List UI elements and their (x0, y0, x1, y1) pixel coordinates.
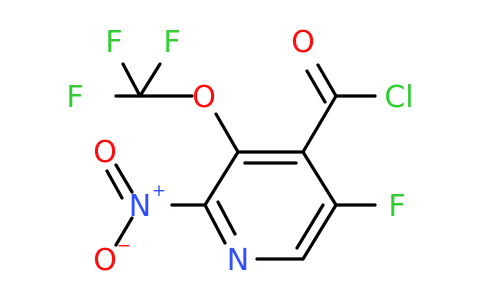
atom-n-ring: N (227, 243, 249, 278)
atom-o-nitro-bottom: O (93, 243, 117, 278)
bond-c4-c5 (301, 150, 338, 207)
bond-c5-c6-double (301, 203, 338, 261)
charge-minus: − (117, 236, 131, 256)
bond-c4-carbonyl (301, 94, 338, 154)
atom-f-ring: F (388, 189, 405, 224)
bond-n1-c2-double (203, 203, 227, 245)
bond-c-f-top-left (121, 62, 142, 98)
bond-n-o-bottom (114, 216, 134, 247)
atom-labels: F F F O O Cl O N + O − F N (66, 25, 413, 278)
atom-n-nitro: N (129, 189, 151, 224)
bond-co-double-b (305, 69, 327, 104)
atom-o-ether: O (192, 80, 216, 115)
bond-c2-c3 (203, 150, 240, 207)
pyridine-ring (203, 150, 338, 261)
bond-c5-c6-inner (295, 203, 325, 250)
bond-c-f-top-mid (138, 62, 162, 98)
atom-f-left: F (66, 80, 83, 115)
atom-o-carbonyl: O (291, 25, 315, 60)
atom-f-top-mid: F (163, 25, 180, 60)
bond-c3-o (214, 112, 240, 154)
bond-n-o-top-a (114, 163, 134, 194)
bond-co-double-a (316, 63, 338, 98)
substituent-bonds (105, 62, 377, 247)
atom-cl: Cl (384, 80, 413, 115)
charge-plus: + (152, 181, 166, 201)
bond-n1-c2-inner (216, 200, 237, 236)
atom-o-nitro-top: O (93, 135, 117, 170)
bond-n-o-top-b (105, 169, 124, 200)
atom-f-top-left: F (105, 25, 122, 60)
